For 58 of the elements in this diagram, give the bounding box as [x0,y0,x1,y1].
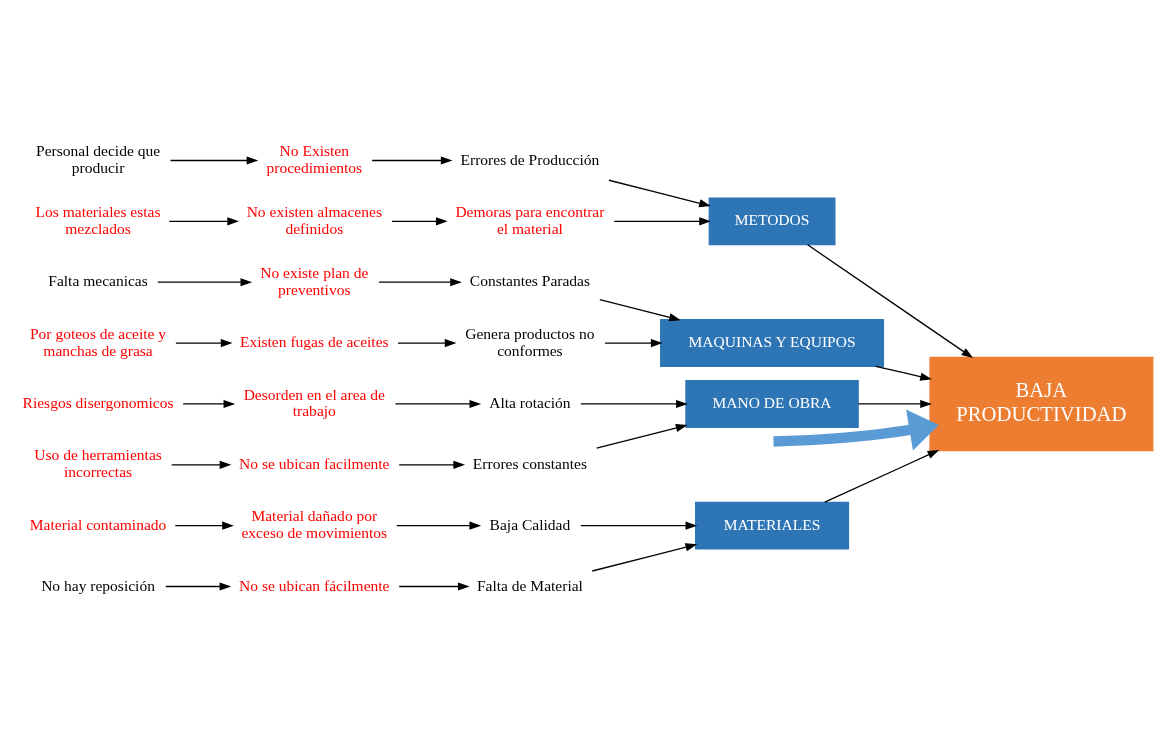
arrow [157,278,253,287]
node-text: No existe plan de preventivos [260,263,369,298]
arrow [371,156,453,165]
arrow [182,399,236,408]
arrow [398,582,470,591]
arrow [608,179,711,208]
arrow [807,244,974,359]
arrow [596,424,688,449]
arrow [398,460,465,469]
arrow [175,339,233,348]
arrow [875,365,932,381]
node-box: MAQUINAS Y EQUIPOS [660,319,885,368]
node-text: No se ubican facilmente [239,454,390,472]
arrow [169,156,259,165]
node-text: Alta rotación [489,393,571,411]
arrow [397,339,457,348]
node-text: Errores constantes [472,454,587,472]
node-text: No se ubican fácilmente [239,576,390,594]
arrow [580,521,698,530]
arrow [396,521,482,530]
node-text: Genera productos no conformes [465,324,595,359]
node-text: Existen fugas de aceites [239,333,389,351]
arrow [599,299,681,322]
node-text: No Existen procedimientos [266,142,363,176]
arrow [613,217,711,226]
node-text: Personal decide que producir [36,142,161,176]
arrow [394,399,482,408]
node-text: Uso de herramientas incorrectas [34,446,162,481]
node-box: METODOS [708,197,836,246]
arrow [391,217,448,226]
arrow [580,399,688,408]
node-box: BAJA PRODUCTIVIDAD [929,356,1154,452]
arrow [378,278,462,287]
arrow [824,449,940,503]
node-text: Riesgos disergonomicos [22,393,174,411]
node-text: Los materiales estas mezclados [35,202,161,237]
node-text: Baja Calidad [489,515,571,533]
node-text: Demoras para encontrar el material [455,202,605,237]
node-box: MATERIALES [695,501,850,550]
arrow [591,543,698,572]
arrow [857,399,932,408]
node-text: Material contaminado [29,515,167,533]
node-text: Desorden en el area de trabajo [243,385,385,420]
node-text: No existen almacenes definidos [246,202,382,237]
node-text: Errores de Producción [460,150,600,168]
arrow [165,582,232,591]
node-text: Constantes Paradas [469,272,591,290]
node-text: Falta de Material [476,576,583,594]
node-text: No hay reposición [41,576,155,594]
arrow [174,521,234,530]
arrow [604,339,663,348]
node-text: Material dañado por exceso de movimientos [241,507,388,542]
arrow [171,460,232,469]
node-text: Por goteos de aceite y manchas de grasa [29,324,167,359]
node-text: Falta mecanicas [48,272,148,290]
arrow [168,217,239,226]
node-box: MANO DE OBRA [685,379,859,428]
arrow [773,409,939,451]
